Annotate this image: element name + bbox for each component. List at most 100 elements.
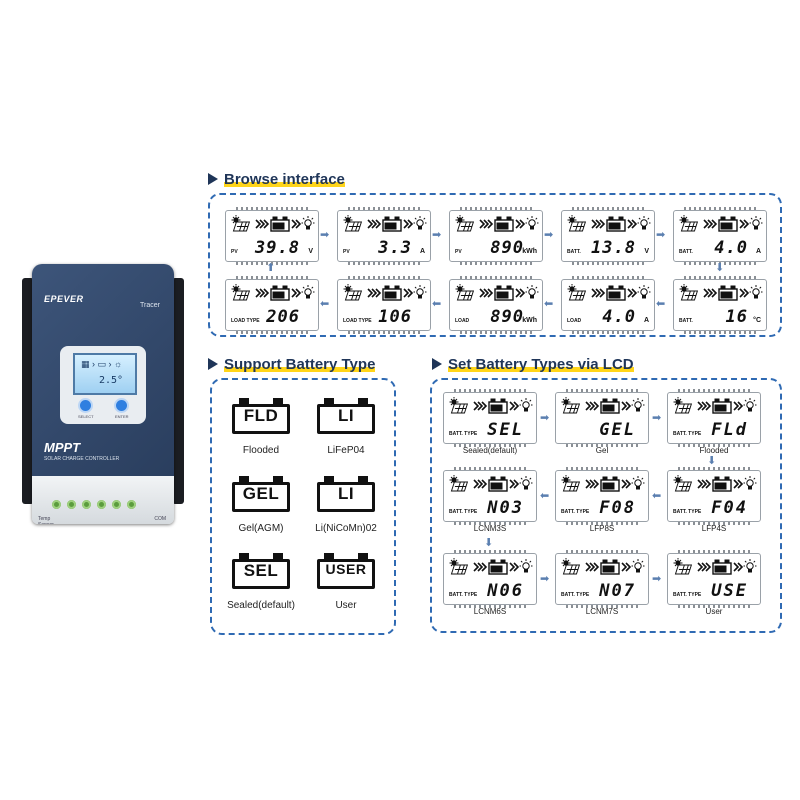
screen-value: 16 — [725, 307, 748, 327]
battery-icon: FLD — [232, 398, 290, 434]
screen-label: BATT. TYPE — [449, 592, 478, 598]
lcd-status-icons — [449, 397, 533, 414]
lcd-screen: GEL — [555, 389, 649, 447]
mounting-bracket-right — [172, 278, 184, 504]
screen-value: 39.8 — [255, 238, 300, 258]
battery-code: GEL — [242, 484, 280, 503]
arrow-right-icon: ➡ — [652, 412, 662, 424]
device-lcd: ▦ › ▭ › ☼ 2.5° — [73, 353, 137, 395]
arrow-right-icon: ➡ — [652, 573, 662, 585]
lcd-screen: BATT. TYPE USE — [667, 550, 761, 608]
screen-unit: A — [755, 248, 761, 255]
screen-label: PV — [455, 249, 462, 255]
lcd-status-icons — [343, 284, 427, 301]
charge-controller-device: EPEVER Tracer ▦ › ▭ › ☼ 2.5° SELECT ENTE… — [22, 264, 184, 524]
enter-label: ENTER — [115, 414, 129, 419]
product-subtitle: SOLAR CHARGE CONTROLLER — [44, 456, 120, 462]
arrow-right-icon: ➡ — [432, 229, 442, 241]
arrow-right-icon: ➡ — [320, 229, 330, 241]
screen-label: BATT. TYPE — [673, 592, 702, 598]
lcd-status-icons — [561, 397, 645, 414]
screen-unit: A — [643, 317, 649, 324]
lcd-status-icons — [561, 558, 645, 575]
screen-value: GEL — [599, 420, 636, 440]
lcd-status-icons — [567, 215, 651, 232]
set-type-caption: Gel — [595, 446, 609, 455]
battery-icon: SEL — [232, 553, 290, 589]
lcd-status-icons: ▦ › ▭ › ☼ — [81, 359, 123, 369]
product-name: MPPT — [44, 440, 81, 455]
set-battery-types-title: Set Battery Types via LCD — [432, 356, 634, 373]
screen-unit: kWh — [522, 248, 537, 255]
battery-code: USER — [325, 561, 367, 577]
screen-value: SEL — [487, 420, 524, 440]
screen-value: F04 — [711, 498, 748, 518]
terminal-screw — [127, 500, 136, 509]
lcd-value: 2.5° — [99, 375, 124, 386]
screen-value: 106 — [378, 307, 412, 327]
lcd-status-icons — [449, 558, 533, 575]
lcd-status-icons — [561, 475, 645, 492]
triangle-bullet-icon — [208, 358, 218, 370]
lcd-status-icons — [455, 215, 539, 232]
lcd-screen: BATT. TYPE SEL — [443, 389, 537, 447]
lcd-status-icons — [673, 558, 757, 575]
screen-value: N07 — [599, 581, 636, 601]
set-type-caption: LCNM3S — [473, 524, 507, 533]
arrow-right-icon: ➡ — [656, 229, 666, 241]
screen-value: 206 — [266, 307, 300, 327]
screen-unit: V — [644, 248, 649, 255]
set-battery-types-box — [430, 378, 782, 633]
arrow-up-icon: ⬆ — [266, 262, 276, 274]
screen-value: N06 — [487, 581, 524, 601]
model-name: Tracer — [140, 302, 160, 309]
lcd-status-icons — [679, 284, 763, 301]
lcd-status-icons — [231, 215, 315, 232]
control-panel: ▦ › ▭ › ☼ 2.5° SELECT ENTER — [60, 346, 146, 424]
triangle-bullet-icon — [208, 173, 218, 185]
com-port-label: COM — [154, 516, 166, 522]
battery-code: LI — [337, 406, 355, 425]
brand-logo: EPEVER — [44, 294, 84, 304]
battery-icon: USER — [317, 553, 375, 589]
screen-label: BATT. — [679, 318, 693, 324]
screen-label: LOAD — [455, 318, 470, 324]
select-button[interactable] — [80, 400, 91, 411]
arrow-left-icon: ⬅ — [432, 298, 442, 310]
screen-value: 3.3 — [378, 238, 412, 258]
arrow-left-icon: ⬅ — [652, 490, 662, 502]
screen-value: USE — [711, 581, 748, 601]
battery-icon: LI — [317, 476, 375, 512]
arrow-left-icon: ⬅ — [320, 298, 330, 310]
screen-unit: °C — [753, 317, 761, 324]
screen-value: 13.8 — [591, 238, 636, 258]
triangle-bullet-icon — [432, 358, 442, 370]
set-type-caption: LCNM7S — [585, 607, 619, 616]
screen-value: 890 — [490, 238, 524, 258]
arrow-right-icon: ➡ — [540, 573, 550, 585]
support-battery-type-title: Support Battery Type — [208, 356, 375, 373]
screen-label: BATT. TYPE — [449, 431, 478, 437]
set-type-caption: LCNM6S — [473, 607, 507, 616]
screen-label: BATT. TYPE — [673, 431, 702, 437]
battery-code: SEL — [243, 561, 279, 580]
mounting-bracket-left — [22, 278, 34, 504]
enter-button[interactable] — [116, 400, 127, 411]
battery-caption: User — [335, 600, 357, 611]
set-type-caption: LFP4S — [701, 524, 727, 533]
battery-caption: Li(NiCoMn)02 — [315, 523, 377, 534]
screen-label: LOAD TYPE — [343, 318, 372, 324]
lcd-status-icons — [567, 284, 651, 301]
battery-caption: LiFeP04 — [327, 445, 365, 456]
screen-label: BATT. TYPE — [449, 509, 478, 515]
battery-caption: Gel(AGM) — [238, 523, 284, 534]
set-type-caption: User — [705, 607, 723, 616]
set-type-caption: Sealed(default) — [462, 446, 518, 455]
browse-interface-box — [208, 193, 782, 337]
